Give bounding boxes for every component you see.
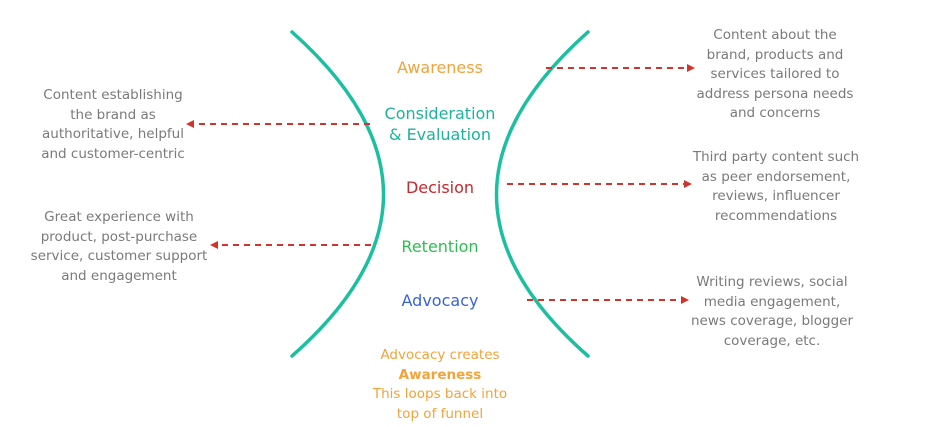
note-line: Third party content such — [692, 149, 860, 165]
note-line: as peer endorsement, — [701, 168, 851, 185]
funnel-right-curve — [494, 30, 590, 358]
note-line: Content about the — [713, 27, 837, 43]
stage-awareness: Awareness — [397, 58, 483, 77]
stage-retention: Retention — [401, 237, 479, 256]
note-line: and customer-centric — [41, 145, 185, 162]
note-decision: Third party content such as peer endorse… — [686, 148, 866, 226]
note-line: and engagement — [61, 267, 177, 284]
note-awareness: Content about the brand, products and se… — [690, 26, 860, 124]
loop-note: Advocacy creates Awareness This loops ba… — [340, 346, 540, 424]
stage-advocacy: Advocacy — [401, 291, 479, 310]
note-line: brand, products and — [706, 46, 844, 63]
note-line: news coverage, blogger — [690, 313, 854, 329]
note-line: Writing reviews, social — [696, 274, 848, 290]
note-line: coverage, etc. — [723, 332, 821, 349]
note-line: authoritative, helpful — [42, 126, 184, 142]
loop-note-line: Advocacy creates — [380, 347, 500, 363]
note-line: and concerns — [729, 105, 821, 121]
loop-note-emphasis: Awareness — [398, 366, 482, 383]
funnel-left-curve — [290, 30, 386, 358]
note-advocacy: Writing reviews, social media engagement… — [682, 273, 862, 351]
note-line: media engagement, — [703, 293, 841, 310]
note-line: reviews, influencer — [712, 188, 840, 204]
stage-decision: Decision — [405, 178, 475, 197]
note-line: Content establishing — [43, 87, 183, 103]
note-consideration: Content establishing the brand as author… — [28, 86, 198, 164]
note-line: product, post-purchase — [40, 228, 198, 245]
loop-note-line: This loops back into — [372, 386, 508, 402]
note-line: recommendations — [714, 207, 838, 224]
loop-note-line: top of funnel — [396, 405, 484, 422]
stage-consideration-line2: & Evaluation — [389, 125, 491, 144]
note-line: Great experience with — [44, 209, 194, 225]
note-retention: Great experience with product, post-purc… — [26, 208, 212, 286]
note-line: the brand as — [70, 106, 156, 123]
note-line: services tailored to — [710, 66, 840, 82]
stage-consideration-line1: Consideration — [384, 104, 496, 123]
note-line: service, customer support — [30, 248, 208, 264]
note-line: address persona needs — [696, 85, 854, 102]
stage-consideration: Consideration & Evaluation — [362, 103, 518, 145]
